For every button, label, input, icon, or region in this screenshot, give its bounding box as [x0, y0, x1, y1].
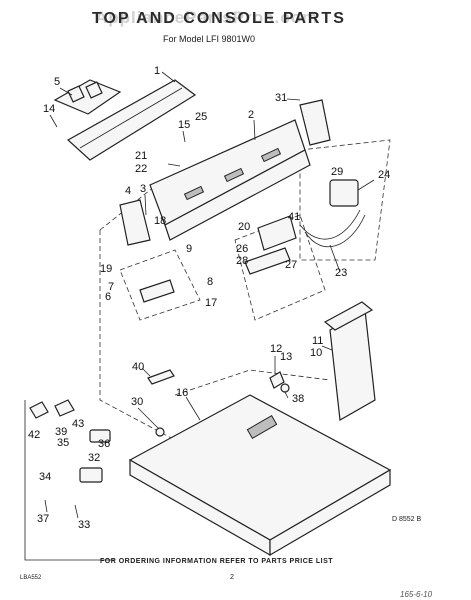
rear-panel-part: [53, 79, 122, 115]
page-code: LBA552: [20, 575, 42, 581]
lead-line-16: [174, 369, 331, 396]
hinge-12: [269, 371, 285, 389]
callout-43: 43: [72, 418, 84, 430]
callout-13: 13: [280, 351, 292, 363]
callout-11: 11: [312, 335, 323, 347]
callout-14: 14: [43, 103, 55, 115]
grommet-38: [280, 383, 290, 393]
wire-harness: [299, 209, 361, 240]
ordering-note: FOR ORDERING INFORMATION REFER TO PARTS …: [100, 558, 334, 565]
callout-30: 30: [131, 396, 143, 408]
callout-10: 10: [310, 347, 322, 359]
watermark-text: AppliancePartsPros.com: [95, 8, 319, 27]
callout-15: 15: [178, 119, 190, 131]
callout-32: 32: [88, 452, 100, 464]
callout-39: 39: [55, 426, 67, 438]
callout-20: 20: [238, 221, 250, 233]
panel-slot-2: [223, 167, 245, 183]
callout-25: 25: [195, 111, 207, 123]
callout-16: 16: [176, 387, 188, 399]
top-cabinet-part: [128, 394, 392, 541]
group-box-console-link: [99, 159, 251, 231]
callout-12: 12: [270, 343, 282, 355]
callout-37: 37: [37, 513, 49, 525]
rear-panel-window-b: [85, 81, 103, 99]
relay-32: [79, 467, 103, 483]
callout-22: 22: [135, 163, 147, 175]
rear-panel-window-a: [67, 85, 85, 103]
left-switch-part: [139, 279, 175, 303]
switch-block-part: [257, 215, 297, 251]
callout-19: 19: [100, 263, 112, 275]
screw-33: [74, 504, 79, 519]
timer-part: [329, 179, 359, 207]
page-number: 2: [230, 574, 234, 581]
group-box-controls-mid: [234, 214, 326, 321]
end-cap-right: [299, 99, 331, 146]
end-cap-left: [119, 199, 151, 246]
callout-41: 41: [288, 211, 300, 223]
callout-36: 36: [98, 438, 110, 450]
callout-42: 42: [28, 429, 40, 441]
page-title: TOP AND CONSOLE PARTS: [92, 10, 346, 27]
callout-23: 23: [335, 267, 347, 279]
callout-27: 27: [285, 259, 297, 271]
callout-17: 17: [205, 297, 217, 309]
callout-33: 33: [78, 519, 90, 531]
callout-35: 35: [57, 437, 69, 449]
inset-frame: [24, 400, 115, 561]
callout-9: 9: [186, 243, 192, 255]
callout-21: 21: [135, 150, 147, 162]
callout-34: 34: [39, 471, 51, 483]
top-cabinet-side: [269, 468, 391, 557]
bracket-43: [54, 399, 75, 417]
lint-filter-cover: [323, 301, 374, 331]
callout-1: 1: [154, 65, 160, 77]
callout-4: 4: [125, 185, 131, 197]
lint-opening: [246, 414, 278, 440]
callout-3: 3: [140, 183, 146, 195]
grommet-30: [155, 427, 165, 437]
handwritten-note: 165-6-10: [400, 590, 433, 599]
callout-31: 31: [275, 92, 287, 104]
callout-2: 2: [248, 109, 254, 121]
callout-labels: 1 2 3 4 5 6 7 8 9 10 11 12 13 14 15 16 1…: [28, 65, 390, 531]
callout-7: 7: [108, 281, 114, 293]
clip-36: [89, 429, 111, 443]
strike-40: [147, 369, 175, 385]
screw-37: [44, 499, 48, 513]
callout-6: 6: [105, 291, 111, 303]
callout-18: 18: [154, 215, 166, 227]
panel-slot-1: [183, 185, 205, 201]
group-box-console: [99, 230, 176, 441]
panel-slot-3: [260, 147, 282, 163]
control-panel-face: [164, 149, 311, 241]
callout-40: 40: [132, 361, 144, 373]
diagram-code: D 8552 B: [392, 516, 422, 523]
callout-29: 29: [331, 166, 343, 178]
callout-8: 8: [207, 276, 213, 288]
group-box-timer: [299, 139, 391, 261]
console-back-part: [66, 79, 197, 161]
callout-26: 26: [236, 243, 248, 255]
callout-38: 38: [292, 393, 304, 405]
model-line: For Model LFI 9801W0: [163, 34, 256, 44]
callout-28: 28: [236, 255, 248, 267]
callout-24: 24: [378, 169, 390, 181]
callout-5: 5: [54, 76, 60, 88]
knob-bar-part: [244, 247, 291, 275]
bracket-42: [29, 401, 49, 419]
leader-lines: [49, 71, 375, 429]
group-box-controls-left: [119, 249, 201, 321]
